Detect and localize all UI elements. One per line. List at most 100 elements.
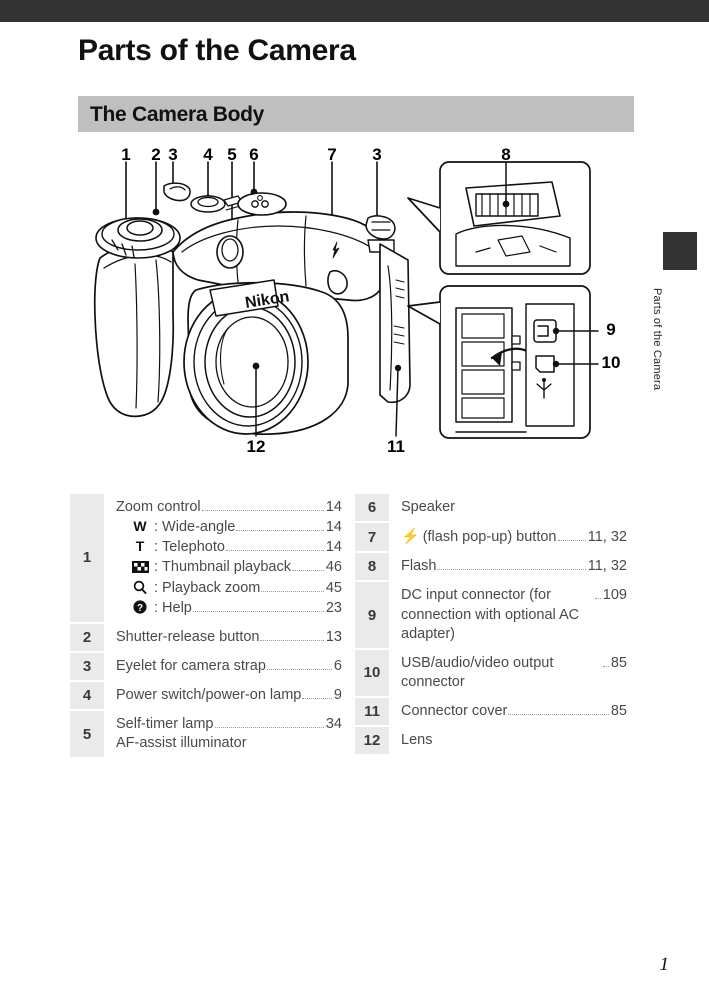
camera-illustration: Nikon [93,161,599,439]
row-number: 12 [355,727,389,755]
row-number: 4 [70,682,104,710]
entry-text: Self-timer lamp [116,716,214,733]
leader-dots [557,540,586,542]
callout-11: 11 [387,437,405,456]
entry-page: 11, 32 [587,558,627,575]
sub-entry-line: Help 23 [162,599,342,618]
table-row: 4 Power switch/power-on lamp 9 [70,682,342,710]
entry-page: 46 [325,559,342,576]
entry-text: Power switch/power-on lamp [116,687,302,703]
entry-page: 13 [325,628,342,645]
sub-entry-playback-zoom: : Playback zoom 45 [116,578,342,598]
entry-page: 11, 32 [587,529,627,546]
table-row: 1 Zoom control 14 W : Wide-angle 14 [70,494,342,622]
callout-9: 9 [606,320,616,339]
leader-dots [261,590,324,592]
sub-entry-line: Wide-angle 14 [162,518,342,537]
row-content: Connector cover 85 [389,698,627,725]
row-content: Self-timer lamp 34 AF-assist illuminator [104,711,342,757]
table-row: 11 Connector cover 85 [355,698,627,726]
entry-page: 109 [602,587,627,604]
entry-text: (flash pop-up) button [422,529,557,546]
row-number: 9 [355,582,389,648]
wide-angle-icon: W [133,518,147,535]
telephoto-icon: T [135,538,145,555]
row-number: 5 [70,711,104,758]
playback-zoom-icon [128,578,152,596]
row-content: Flash 11, 32 [389,553,627,580]
legend-entry: ⚡ (flash pop-up) button 11, 32 [401,527,627,547]
legend-entry: DC input connector (for connection with … [401,586,627,643]
callout-4: 4 [203,145,213,164]
nikon-brand-label: Nikon [244,288,291,312]
legend-column-left: 1 Zoom control 14 W : Wide-angle 14 [70,494,342,759]
leader-dots [302,698,332,699]
callout-12: 12 [246,437,266,456]
entry-page: 45 [325,579,342,596]
row-content: Lens [389,727,627,754]
section-title: The Camera Body [90,103,265,126]
table-row: 8 Flash 11, 32 [355,553,627,581]
sub-entry-wide-angle: W : Wide-angle 14 [116,517,342,537]
leader-dots [192,610,324,612]
svg-text:?: ? [137,603,143,614]
legend-entry: Connector cover 85 [401,702,627,721]
legend-entry: Zoom control 14 [116,498,342,517]
side-tab-marker [663,232,697,270]
legend-column-right: 6 Speaker 7 ⚡ (flash pop-up) button 11, … [355,494,627,756]
leader-dots [214,727,324,729]
entry-text: Speaker [401,499,456,515]
entry-text: Help [162,599,192,616]
callout-3-top-right: 3 [372,145,382,164]
top-black-bar [0,0,709,22]
legend-entry: Self-timer lamp 34 [116,715,342,734]
row-content: Speaker [389,494,627,521]
row-number: 2 [70,623,104,651]
entry-page: 14 [325,539,342,556]
legend-entry: Flash 11, 32 [401,557,627,576]
entry-page: 34 [325,716,342,733]
callout-7: 7 [327,145,337,164]
entry-text: DC input connector (for connection with … [401,587,580,642]
sub-entry-thumbnail-playback: : Thumbnail playback 46 [116,557,342,577]
table-row: 12 Lens [355,727,627,755]
colon-separator: : [154,539,159,556]
leader-dots [594,598,601,600]
entry-page: 85 [610,703,627,719]
entry-text: Connector cover [401,703,508,719]
table-row: 10 USB/audio/video output connector 85 [355,649,627,696]
leader-dots [260,639,324,641]
legend-entry: USB/audio/video output connector 85 [401,654,627,692]
entry-text: Eyelet for camera strap [116,657,266,674]
camera-diagram: Nikon 1 2 3 4 5 6 7 3 8 9 10 11 12 [78,140,634,480]
leader-dots [602,665,609,667]
row-number: 10 [355,649,389,696]
sub-entry-help: ? : Help 23 [116,598,342,618]
callout-6: 6 [249,145,259,164]
colon-separator: : [154,559,159,576]
help-icon: ? [128,598,152,616]
entry-page: 6 [333,657,342,674]
table-row: 2 Shutter-release button 13 [70,623,342,651]
callout-3-top-left: 3 [168,145,178,164]
table-row: 7 ⚡ (flash pop-up) button 11, 32 [355,523,627,552]
colon-separator: : [154,599,159,616]
entry-text: Playback zoom [162,579,261,596]
callout-2: 2 [151,145,161,164]
entry-page: 14 [325,499,342,515]
leader-dots [201,510,324,511]
row-content: Eyelet for camera strap 6 [104,653,342,680]
legend-entry: Shutter-release button 13 [116,628,342,647]
sub-entry-line: Thumbnail playback 46 [162,558,342,577]
row-number: 6 [355,494,389,522]
sub-entry-line: Telephoto 14 [162,538,342,557]
entry-page: 14 [325,519,342,536]
entry-text: USB/audio/video output connector [401,654,554,690]
leader-dots [292,570,324,572]
entry-text: Lens [401,732,433,749]
sub-entry-line: Playback zoom 45 [162,579,342,598]
flash-bolt-icon: ⚡ [401,528,420,546]
entry-text: Wide-angle [162,519,236,536]
row-content: USB/audio/video output connector 85 [389,650,627,696]
entry-page: 85 [610,654,627,671]
